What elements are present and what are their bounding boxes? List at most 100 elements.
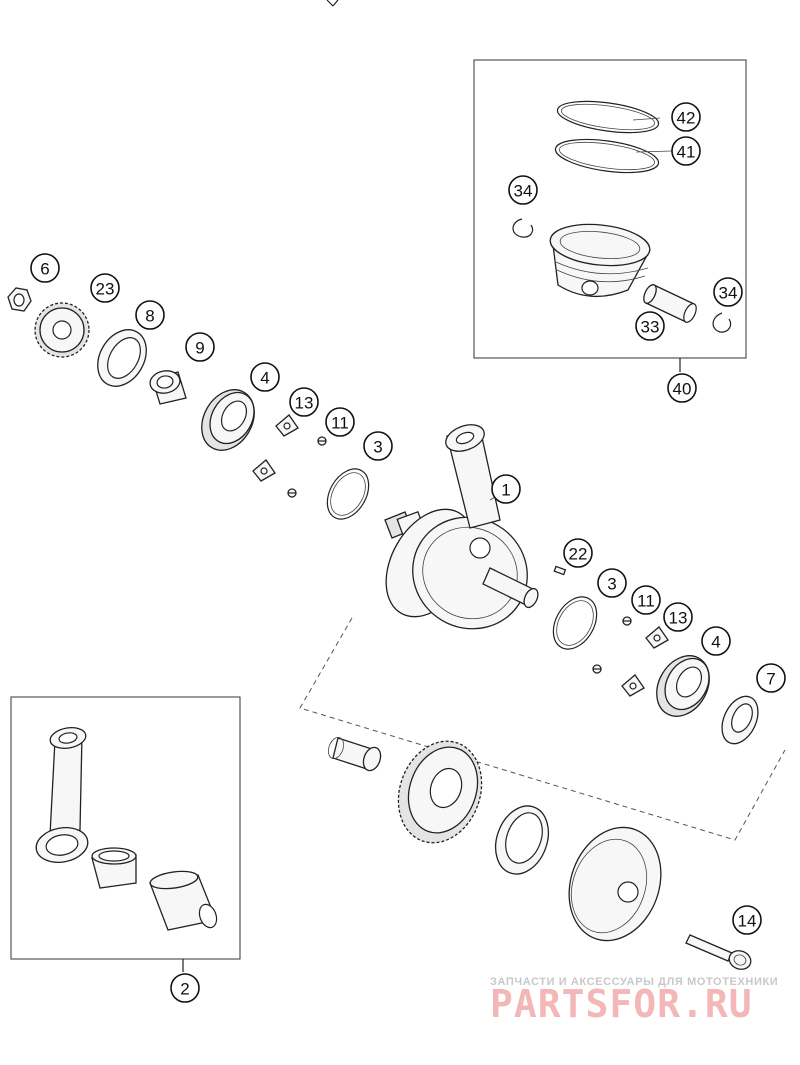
callout-14: 14 xyxy=(732,905,762,935)
callout-circle xyxy=(563,538,593,568)
callout-circle xyxy=(30,253,60,283)
callout-circle xyxy=(135,300,165,330)
callout-6: 6 xyxy=(30,253,60,283)
callout-label: 42 xyxy=(677,109,696,128)
callout-layer: 42 41 34 34 33 40 6 23 8 9 4 13 11 3 1 22 3 11 13 4 7 14 2 xyxy=(30,102,786,1003)
piston-circlip-right xyxy=(712,312,732,333)
callout-34: 34 xyxy=(713,277,743,307)
callout-circle xyxy=(325,407,355,437)
callout-label: 3 xyxy=(373,438,382,457)
piston-ring-lower xyxy=(554,138,660,174)
title-fragment xyxy=(326,0,339,7)
callout-23: 23 xyxy=(90,273,120,303)
piston xyxy=(549,223,651,298)
callout-label: 34 xyxy=(514,182,533,201)
callout-label: 6 xyxy=(40,260,49,279)
callout-3: 3 xyxy=(597,568,627,598)
callout-label: 11 xyxy=(637,592,655,611)
callout-3: 3 xyxy=(363,431,393,461)
callout-label: 13 xyxy=(295,394,314,413)
callout-label: 23 xyxy=(96,280,115,299)
callout-label: 4 xyxy=(711,633,720,652)
callout-circle xyxy=(90,273,120,303)
crank-pin xyxy=(149,870,218,931)
callout-circle xyxy=(756,663,786,693)
callout-circle xyxy=(631,585,661,615)
screw-lower-left xyxy=(287,488,297,498)
callout-13: 13 xyxy=(289,387,319,417)
callout-4: 4 xyxy=(250,362,280,392)
bearing-left xyxy=(201,389,255,451)
nut xyxy=(7,287,32,312)
callout-label: 11 xyxy=(331,414,349,433)
callout-label: 9 xyxy=(195,339,204,358)
callout-label: 14 xyxy=(738,912,757,931)
spacer-ring xyxy=(97,329,147,387)
callout-label: 4 xyxy=(260,369,269,388)
callout-label: 22 xyxy=(569,545,588,564)
callout-41: 41 xyxy=(671,136,701,166)
rotor xyxy=(568,826,662,942)
callout-label: 2 xyxy=(180,980,189,999)
callout-circle xyxy=(170,973,200,1003)
conrod-kit-frame xyxy=(10,696,241,960)
cam-lock-plate-upper-left xyxy=(275,414,299,437)
callout-circle xyxy=(491,474,521,504)
watermark-tagline: ЗАПЧАСТИ И АКСЕССУАРЫ ДЛЯ МОТОТЕХНИКИ xyxy=(490,976,778,988)
callout-42: 42 xyxy=(671,102,701,132)
callout-2: 2 xyxy=(170,973,200,1003)
callout-circle xyxy=(289,387,319,417)
callout-13: 13 xyxy=(663,602,693,632)
callout-9: 9 xyxy=(185,332,215,362)
cam-lock-plate-upper-right xyxy=(645,626,669,649)
shaft-seal xyxy=(721,695,759,745)
shim-ring-right xyxy=(552,596,598,650)
callout-circle xyxy=(671,136,701,166)
callout-label: 8 xyxy=(145,307,154,326)
piston-circlip-left xyxy=(512,218,534,238)
shim-ring-left xyxy=(326,468,370,520)
crankshaft xyxy=(384,424,539,630)
callout-7: 7 xyxy=(756,663,786,693)
callout-22: 22 xyxy=(563,538,593,568)
screw-upper-right xyxy=(622,616,632,626)
callout-circle xyxy=(667,373,697,403)
callout-circle xyxy=(185,332,215,362)
callout-1: 1 xyxy=(491,474,521,504)
bearing-right xyxy=(656,655,710,717)
callout-label: 3 xyxy=(607,575,616,594)
connecting-rod xyxy=(35,727,89,863)
callout-4: 4 xyxy=(701,626,731,656)
callout-label: 34 xyxy=(719,284,738,303)
callout-label: 1 xyxy=(501,481,510,500)
callout-11: 11 xyxy=(631,585,661,615)
cam-lock-plate-lower-left xyxy=(252,459,276,482)
needle-bearing xyxy=(328,736,382,772)
callout-34: 34 xyxy=(508,175,538,205)
screw-upper-left xyxy=(317,436,327,446)
collar-bolt xyxy=(685,934,752,970)
callout-33: 33 xyxy=(635,311,665,341)
callout-circle xyxy=(250,362,280,392)
callout-circle xyxy=(713,277,743,307)
callout-circle xyxy=(363,431,393,461)
starter-gear xyxy=(397,740,483,844)
callout-label: 7 xyxy=(766,670,775,689)
piston-kit-frame xyxy=(473,59,747,359)
bushing xyxy=(149,370,187,405)
screw-lower-right xyxy=(592,664,602,674)
callout-circle xyxy=(597,568,627,598)
piston-pin xyxy=(643,284,697,323)
callout-label: 13 xyxy=(669,609,688,628)
callout-label: 33 xyxy=(641,318,660,337)
callout-label: 41 xyxy=(677,143,696,162)
freewheel xyxy=(494,805,550,875)
callout-8: 8 xyxy=(135,300,165,330)
callout-circle xyxy=(635,311,665,341)
callout-11: 11 xyxy=(325,407,355,437)
timing-gear xyxy=(34,302,90,358)
cam-lock-plate-lower-right xyxy=(621,674,645,697)
crank-pin-bearing xyxy=(91,847,137,889)
callout-label: 40 xyxy=(673,380,692,399)
